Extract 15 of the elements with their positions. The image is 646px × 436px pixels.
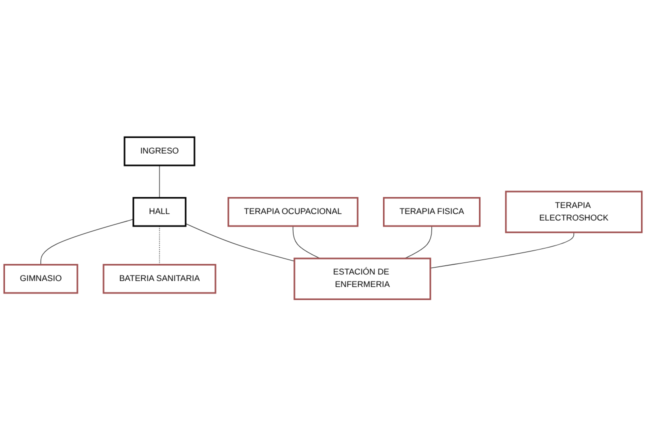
node-box: TERAPIA OCUPACIONAL (228, 196, 358, 227)
connector (292, 226, 320, 258)
connector (159, 226, 160, 265)
node-box: TERAPIA FISICA (382, 196, 481, 227)
node-box: BATERIA SANITARIA (102, 264, 216, 294)
node-box: TERAPIA ELECTROSHOCK (505, 190, 643, 233)
node-box: HALL (132, 196, 186, 227)
connector (404, 226, 432, 258)
connector (430, 232, 574, 268)
connector (40, 218, 134, 265)
node-box: ESTACIÓN DE ENFERMERIA (294, 257, 432, 300)
node-box: INGRESO (124, 136, 196, 166)
node-box: GIMNASIO (3, 264, 78, 294)
connector (159, 164, 160, 198)
connector (185, 223, 295, 262)
